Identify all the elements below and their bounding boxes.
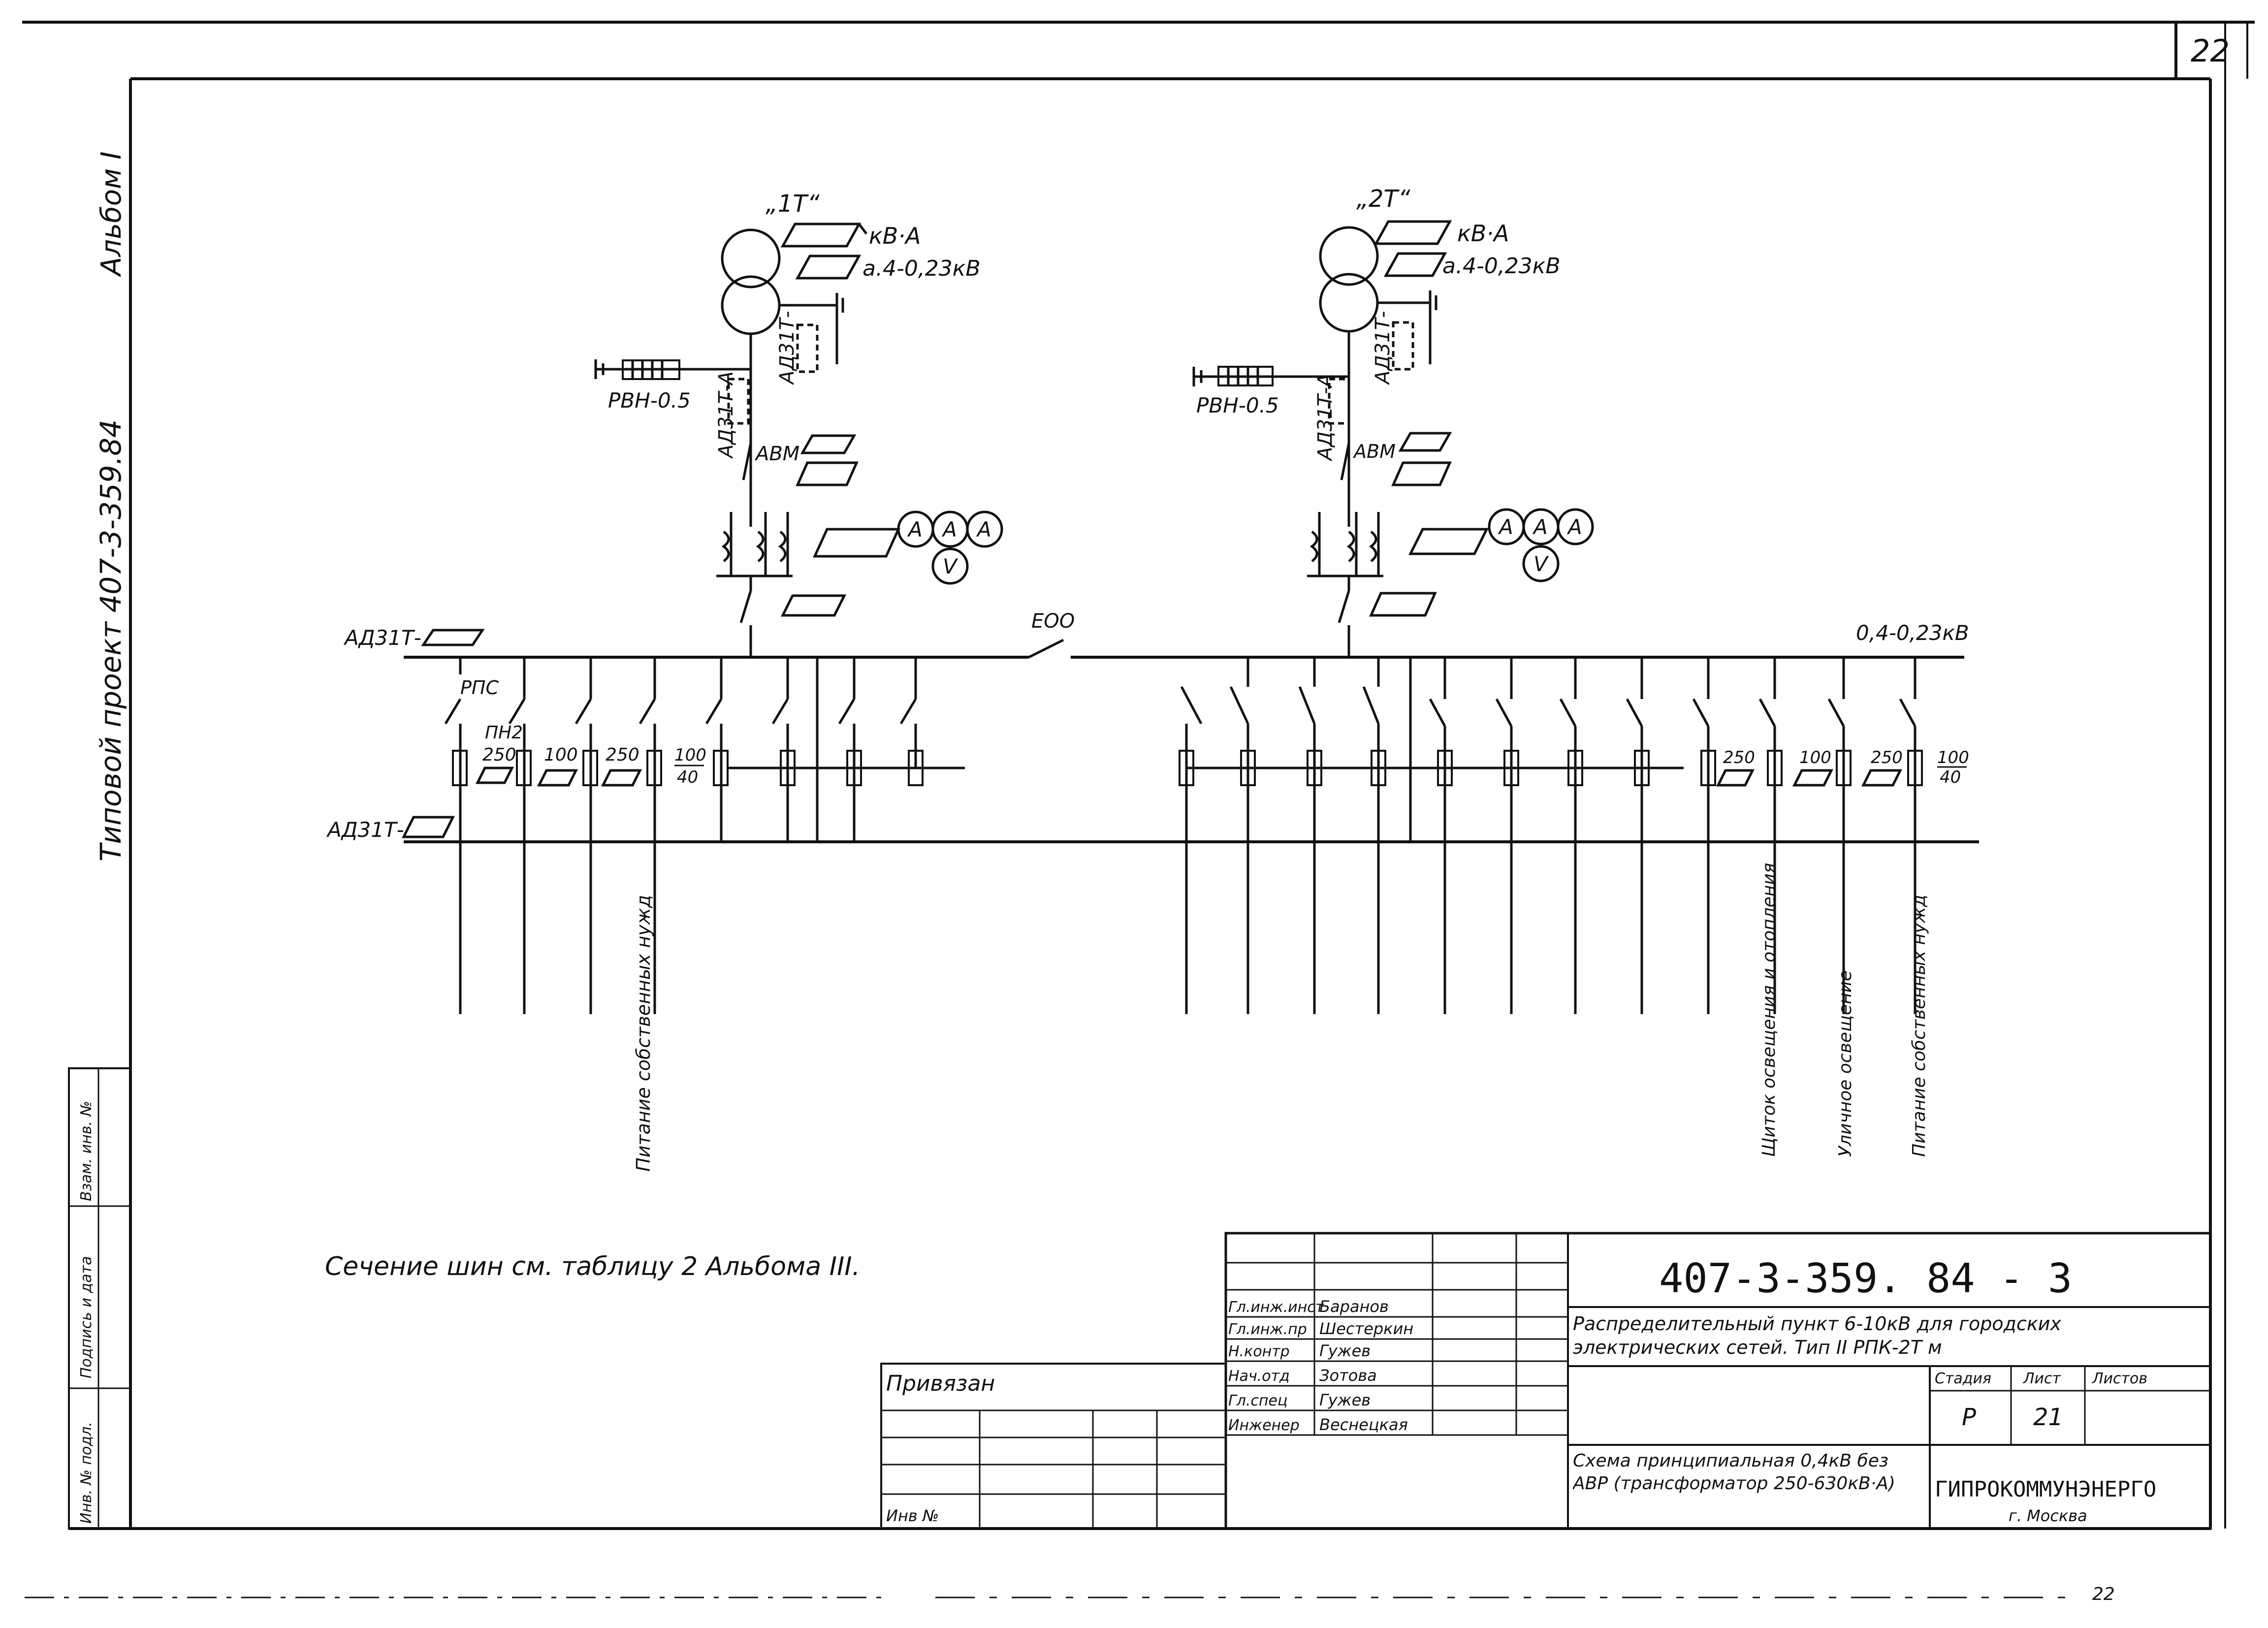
ammeter-1b: A [941, 517, 957, 542]
person-2-role: Гл.инж.пр [1228, 1321, 1307, 1338]
ammeter-2b: A [1532, 515, 1548, 539]
meters-1: A A A V [897, 511, 1003, 585]
right-feeder-3-rating: 250 [1871, 748, 1903, 767]
ammeter-2c: A [1566, 515, 1582, 539]
voltmeter-1: V [943, 554, 958, 578]
stage-header: Стадия [1935, 1370, 1991, 1387]
feeder-3-rating: 250 [606, 745, 639, 765]
arrester-2-label: РВН-0.5 [1196, 393, 1279, 417]
note-right-feeder-3: Питание собственных нужд [1909, 894, 1929, 1157]
sheets-header: Листов [2092, 1370, 2147, 1387]
feeder-2-rating: 100 [544, 745, 578, 765]
note-left-feeder: Питание собственных нужд [633, 895, 654, 1172]
arrester-1-label: РВН-0.5 [608, 388, 691, 413]
png-label: ПН2 [485, 723, 523, 743]
stamp-inv-podl: Инв. № подл. [78, 1422, 95, 1524]
drawing-frame [22, 21, 2255, 1530]
organization: ГИПРОКОММУНЭНЕРГО [1935, 1477, 2156, 1502]
person-4-name: Зотова [1319, 1366, 1377, 1385]
rps-label: РПС [460, 677, 499, 699]
bus-label-top: АД31Т- [343, 626, 421, 650]
feeders-left: РПС ПН2 250 100 250 100 40 [444, 657, 965, 1014]
feeder-1-rating: 250 [482, 745, 516, 765]
person-2-name: Шестеркин [1319, 1319, 1413, 1338]
feeder-4-rating-num: 100 [674, 745, 706, 765]
person-6-name: Веснецкая [1319, 1415, 1408, 1434]
feeders-right: 250 100 250 100 40 [1179, 657, 1969, 1014]
person-1-name: Баранов [1319, 1297, 1389, 1316]
ammeter-2a: A [1498, 515, 1513, 539]
stamp-vzam-inv: Взам. инв. № [78, 1101, 95, 1201]
stage-value: Р [1962, 1404, 1976, 1431]
person-3-role: Н.контр [1228, 1343, 1290, 1360]
relay-1b-label: АД31Т- [776, 311, 799, 385]
busbar-note: Сечение шин см. таблицу 2 Альбома III. [325, 1252, 860, 1281]
bottom-number: 22 [2092, 1584, 2115, 1604]
album-label: Альбом I [96, 152, 128, 277]
sheet-number: 22 [2191, 33, 2230, 69]
ammeter-1c: A [976, 517, 991, 542]
sheet-header: Лист [2023, 1370, 2062, 1387]
person-5-role: Гл.спец [1228, 1392, 1287, 1409]
privyazan-label: Привязан [886, 1371, 995, 1396]
sheet-value: 21 [2033, 1404, 2063, 1431]
breaker-2-label: АВМ [1352, 441, 1396, 462]
right-feeder-4-rating-num: 100 [1937, 748, 1969, 767]
transformer-1-voltage-label: а.4-0,23кВ [862, 256, 981, 281]
stamp-signature-date: Подпись и дата [78, 1256, 95, 1379]
transformer-1-rating-label: кВ·А [869, 223, 921, 249]
transformer-2-voltage-label: а.4-0,23кВ [1442, 254, 1561, 279]
voltmeter-2: V [1533, 552, 1549, 576]
breaker-1-label: АВМ [754, 443, 799, 465]
person-6-role: Инженер [1228, 1417, 1300, 1434]
drawing-code: 407-3-359. 84 - 3 [1659, 1255, 2072, 1302]
relay-2-label: АД31Т-А [1314, 374, 1337, 462]
relay-2b-label: АД31Т- [1372, 311, 1394, 385]
transformer-1-name: „1Т“ [766, 190, 820, 218]
right-feeder-2-rating: 100 [1799, 748, 1831, 767]
feeder-4-rating-den: 40 [677, 767, 698, 787]
right-feeder-4-rating-den: 40 [1940, 767, 1961, 787]
current-transformers-1 [716, 512, 793, 577]
transformer-2-rating-label: кВ·А [1457, 220, 1509, 247]
right-feeder-1-rating: 250 [1723, 748, 1755, 767]
ammeter-1a: A [907, 517, 923, 542]
transformer-2-name: „2Т“ [1356, 185, 1411, 213]
privyazan-block: Привязан Инв № [880, 1363, 1227, 1530]
person-5-name: Гужев [1319, 1391, 1371, 1409]
transformer-2: „2Т“ кВ·А а.4-0,23кВ РВН-0.5 АД31Т-А АД3… [1192, 185, 1561, 657]
person-1-role: Гл.инж.инст [1228, 1299, 1325, 1316]
drawing-title: Схема принципиальная 0,4кВ без АВР (тран… [1573, 1451, 1895, 1494]
organization-city: г. Москва [2009, 1506, 2087, 1525]
meters-2: A A A V [1488, 508, 1594, 582]
project-label: Типовой проект 407-3-359.84 [94, 419, 128, 862]
transformer-1: „1Т“ кВ·А а.4-0,23кВ РВН-0.5 АД31Т-А АД3… [594, 190, 981, 657]
transformer-1-rating-box [780, 223, 862, 248]
bus-label-bottom: АД31Т- [326, 818, 404, 842]
bus-voltage-label: 0,4-0,23кВ [1856, 621, 1969, 645]
bus-coupler-label: ЕОО [1031, 610, 1075, 633]
project-description: Распределительный пункт 6-10кВ для город… [1573, 1313, 2061, 1358]
current-transformers-2 [1307, 512, 1383, 577]
inv-no-label: Инв № [886, 1506, 939, 1525]
person-3-name: Гужев [1319, 1341, 1371, 1360]
relay-1-label: АД31Т-А [715, 371, 737, 459]
person-4-role: Нач.отд [1228, 1368, 1290, 1385]
note-right-feeder-2: Уличное освещение [1835, 970, 1855, 1157]
left-stamp: Инв. № подл. Подпись и дата Взам. инв. № [68, 1067, 131, 1530]
title-block: Гл.инж.инст Баранов Гл.инж.пр Шестеркин … [1224, 1232, 2212, 1530]
transformer-1-voltage-box [795, 255, 862, 280]
main-bus: АД31Т- АД31Т- ЕОО 0,4-0,23кВ [326, 610, 1979, 843]
note-right-feeder-1: Щиток освещения и отопления [1759, 863, 1779, 1157]
